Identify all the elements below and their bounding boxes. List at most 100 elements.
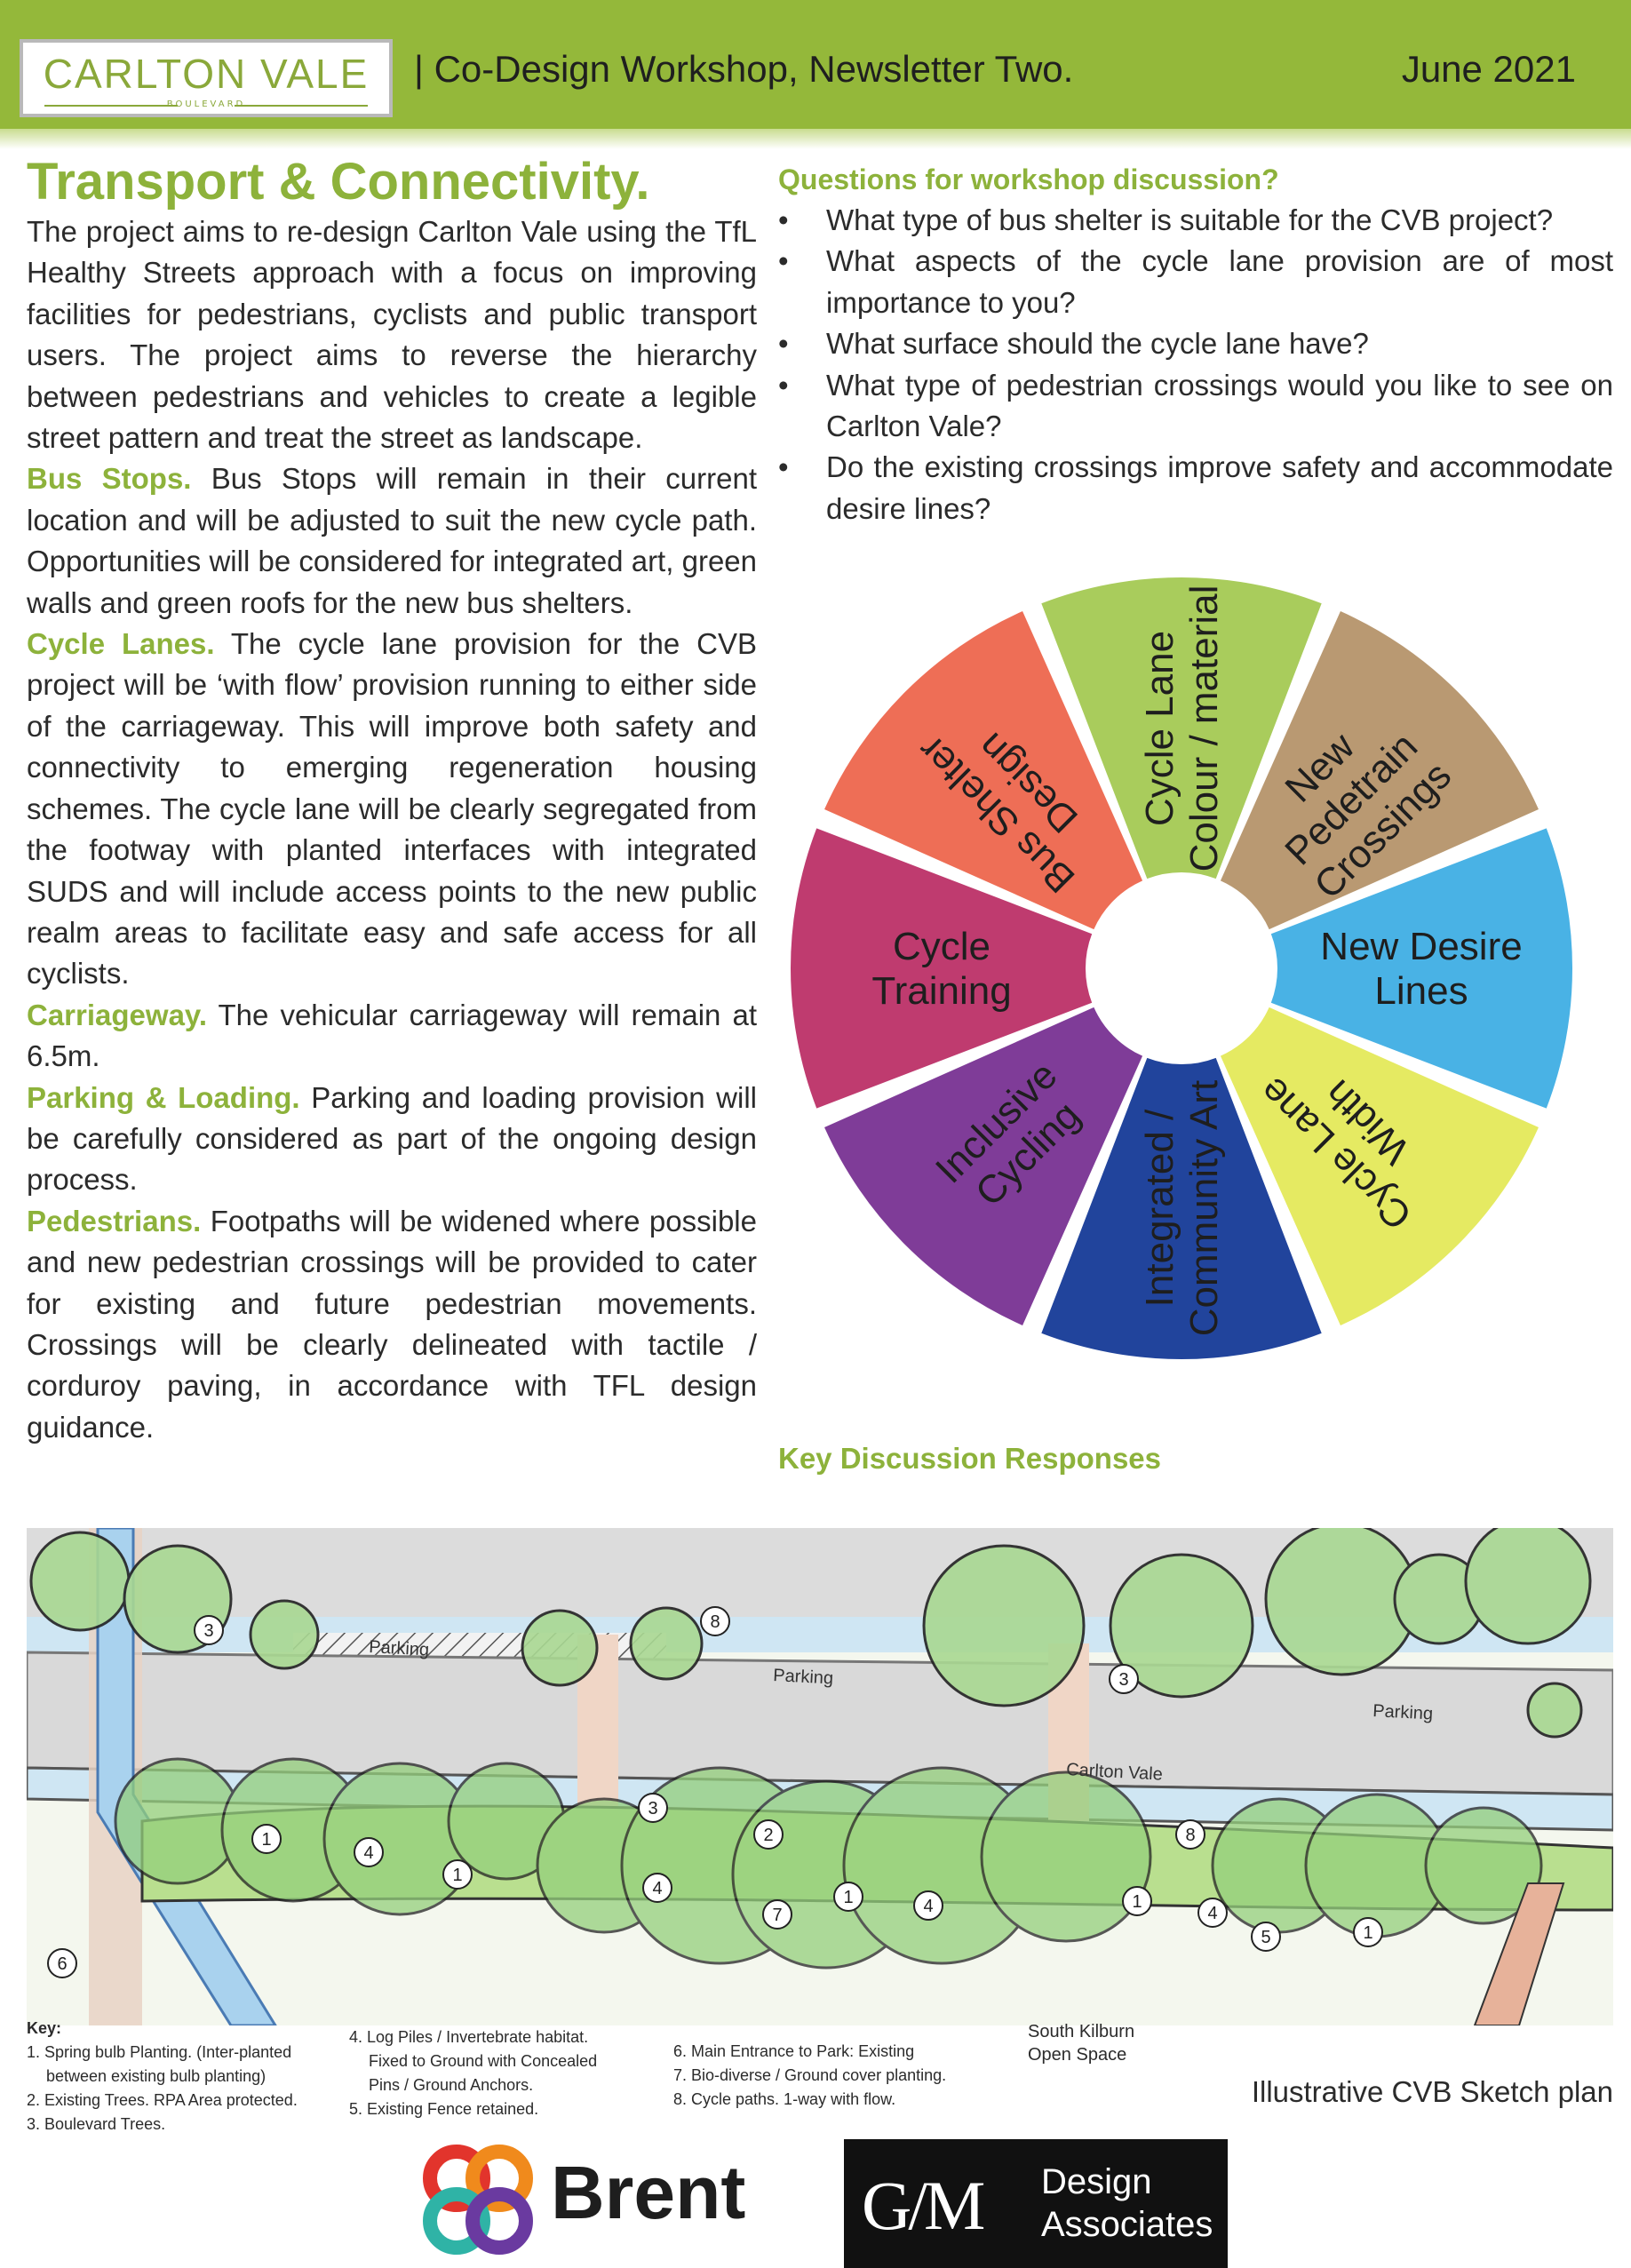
key-line: 3. Boulevard Trees.: [27, 2115, 166, 2133]
parking-paragraph: Parking & Loading. Parking and loading p…: [27, 1078, 757, 1201]
plan-marker-label: 4: [1207, 1904, 1217, 1923]
plan-marker-label: 8: [710, 1612, 720, 1632]
tree-cluster-lower: [114, 1757, 1543, 1970]
plan-marker-circle: [642, 1873, 672, 1903]
key-line: between existing bulb planting): [46, 2067, 267, 2085]
gm-word: Design: [1041, 2162, 1152, 2201]
open-space-label: South Kilburn Open Space: [1028, 2020, 1134, 2066]
carlton-vale-logo: CARLTON VALE BOULEVARD: [20, 39, 393, 117]
plan-marker-circle: [753, 1819, 784, 1850]
plan-marker-circle: [194, 1615, 224, 1645]
plan-marker-label: 3: [648, 1799, 657, 1818]
question-text: What aspects of the cycle lane provision…: [826, 244, 1613, 319]
cycle-lanes-body: The cycle lane provision for the CVB pro…: [27, 627, 757, 991]
brent-logo-ring: [423, 2187, 490, 2255]
questions-heading: Questions for workshop discussion?: [778, 163, 1279, 195]
plan-marker-label: 1: [261, 1830, 271, 1850]
plan-marker-label: 5: [1261, 1928, 1270, 1947]
plan-marker-circle: [638, 1793, 668, 1823]
plan-marker-label: 6: [57, 1954, 67, 1974]
plan-marker-circle: [1197, 1898, 1228, 1928]
plan-marker-circle: [251, 1824, 282, 1854]
wheel-segment: [1220, 1007, 1539, 1325]
wheel-segment: [1220, 611, 1539, 930]
plan-marker-label: 3: [203, 1621, 213, 1641]
gm-design-logo: G/M Design Associates: [844, 2139, 1228, 2268]
brent-logo-ring: [465, 2187, 533, 2255]
brent-logo-ring: [465, 2145, 533, 2212]
open-space-line: South Kilburn: [1028, 2022, 1135, 2041]
plan-marker-circle: [1353, 1917, 1383, 1947]
wheel-segment: [1041, 577, 1322, 879]
question-text: What type of pedestrian crossings would …: [826, 368, 1613, 443]
bullet-icon: •: [778, 203, 789, 236]
logo-rule-right: [235, 105, 368, 107]
plan-marker-label: 4: [923, 1897, 933, 1916]
key-discussion-heading: Key Discussion Responses: [778, 1442, 1161, 1475]
plan-marker-circle: [442, 1859, 473, 1890]
cycle-lanes-paragraph: Cycle Lanes. The cycle lane provision fo…: [27, 624, 757, 995]
open-space-line: Open Space: [1028, 2045, 1127, 2065]
newsletter-date: June 2021: [1401, 48, 1576, 90]
logo-main-text: CARLTON VALE: [43, 51, 370, 97]
intro-paragraph: The project aims to re-design Carlton Va…: [27, 215, 757, 455]
carriageway-paragraph: Carriageway. The vehicular carriageway w…: [27, 995, 757, 1078]
plan-marker-circle: [1175, 1819, 1205, 1850]
plan-marker-circle: [354, 1837, 384, 1867]
key-line: Fixed to Ground with Concealed: [369, 2052, 598, 2070]
key-line: 8. Cycle paths. 1-way with flow.: [673, 2090, 896, 2108]
wheel-hub: [1094, 881, 1269, 1055]
plan-marker-circle: [913, 1890, 943, 1921]
newsletter-title: | Co-Design Workshop, Newsletter Two.: [414, 48, 1074, 90]
section-title: Transport & Connectivity.: [27, 153, 650, 211]
parking-heading: Parking & Loading.: [27, 1080, 300, 1114]
parking-label: Parking: [1372, 1701, 1434, 1724]
wheel-segment: [1270, 828, 1572, 1109]
article-column: Transport & Connectivity. The project ai…: [27, 153, 757, 1448]
parking-label: Parking: [773, 1666, 834, 1689]
key-line: 5. Existing Fence retained.: [349, 2100, 539, 2118]
header-banner: CARLTON VALE BOULEVARD | Co-Design Works…: [0, 0, 1631, 149]
key-title: Key:: [27, 2019, 62, 2037]
plan-marker-circle: [47, 1948, 77, 1978]
plan-marker-circle: [1109, 1664, 1139, 1694]
bus-stops-heading: Bus Stops.: [27, 462, 192, 496]
pedestrians-body: Footpaths will be widened where possible…: [27, 1204, 757, 1444]
wheel-segment: [791, 828, 1093, 1109]
bullet-icon: •: [778, 450, 789, 484]
plan-marker-label: 3: [1118, 1670, 1128, 1690]
plan-marker-label: 7: [772, 1906, 782, 1925]
key-line: 4. Log Piles / Invertebrate habitat.: [349, 2028, 589, 2046]
bus-stops-paragraph: Bus Stops. Bus Stops will remain in thei…: [27, 458, 757, 624]
question-text: Do the existing crossings improve safety…: [826, 450, 1613, 525]
carriageway-body: The vehicular carriageway will remain at…: [27, 998, 757, 1073]
plan-caption: Illustrative CVB Sketch plan: [1251, 2075, 1613, 2108]
logo-rule-left: [44, 105, 178, 107]
plan-marker-label: 1: [1363, 1923, 1372, 1943]
parking-body: Parking and loading provision will be ca…: [27, 1080, 757, 1197]
cycle-lanes-heading: Cycle Lanes.: [27, 627, 215, 661]
key-line: 6. Main Entrance to Park: Existing: [673, 2042, 915, 2060]
plan-marker-label: 8: [1185, 1826, 1195, 1845]
question-item: •What surface should the cycle lane have…: [778, 323, 1613, 364]
question-item: •What type of bus shelter is suitable fo…: [778, 200, 1613, 241]
question-item: • Do the existing crossings improve safet…: [778, 447, 1613, 529]
wheel-segment: [824, 611, 1143, 930]
plan-marker-label: 4: [363, 1843, 373, 1863]
plan-key-column-2: 4. Log Piles / Invertebrate habitat. Fix…: [349, 2025, 597, 2121]
bus-stops-body: Bus Stops will remain in their current l…: [27, 462, 757, 619]
plan-marker-label: 1: [843, 1888, 853, 1907]
gm-word: Associates: [1041, 2205, 1213, 2244]
question-text: What surface should the cycle lane have?: [826, 327, 1369, 361]
park-entrance-path: [1473, 1882, 1565, 2025]
plan-marker-circle: [762, 1899, 792, 1930]
key-line: 1. Spring bulb Planting. (Inter-planted: [27, 2043, 292, 2061]
plan-marker-circle: [833, 1882, 863, 1912]
brent-wordmark: Brent: [551, 2151, 746, 2234]
plan-marker-circle: [700, 1606, 730, 1636]
plan-marker-label: 1: [1132, 1892, 1142, 1912]
wheel-segment: [1041, 1057, 1322, 1359]
